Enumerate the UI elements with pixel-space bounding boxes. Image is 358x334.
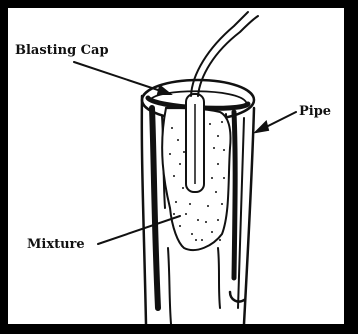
blasting-cap-arrowhead [158, 86, 170, 94]
label-pipe: Pipe [299, 105, 331, 118]
blasting-cap [186, 94, 204, 192]
pipe-left-edge [142, 96, 146, 324]
mixture-leader [98, 216, 180, 244]
label-blasting-cap: Blasting Cap [15, 44, 109, 57]
label-mixture: Mixture [27, 238, 85, 251]
pipe-inner-right-edge [238, 118, 244, 308]
blasting-cap-leader [74, 62, 170, 94]
diagram-frame: Blasting Cap Pipe Mixture [8, 8, 344, 324]
pipe-right-edge [244, 108, 254, 324]
pipe-arrowhead [256, 122, 268, 132]
pipe-gap-hook [230, 292, 244, 302]
